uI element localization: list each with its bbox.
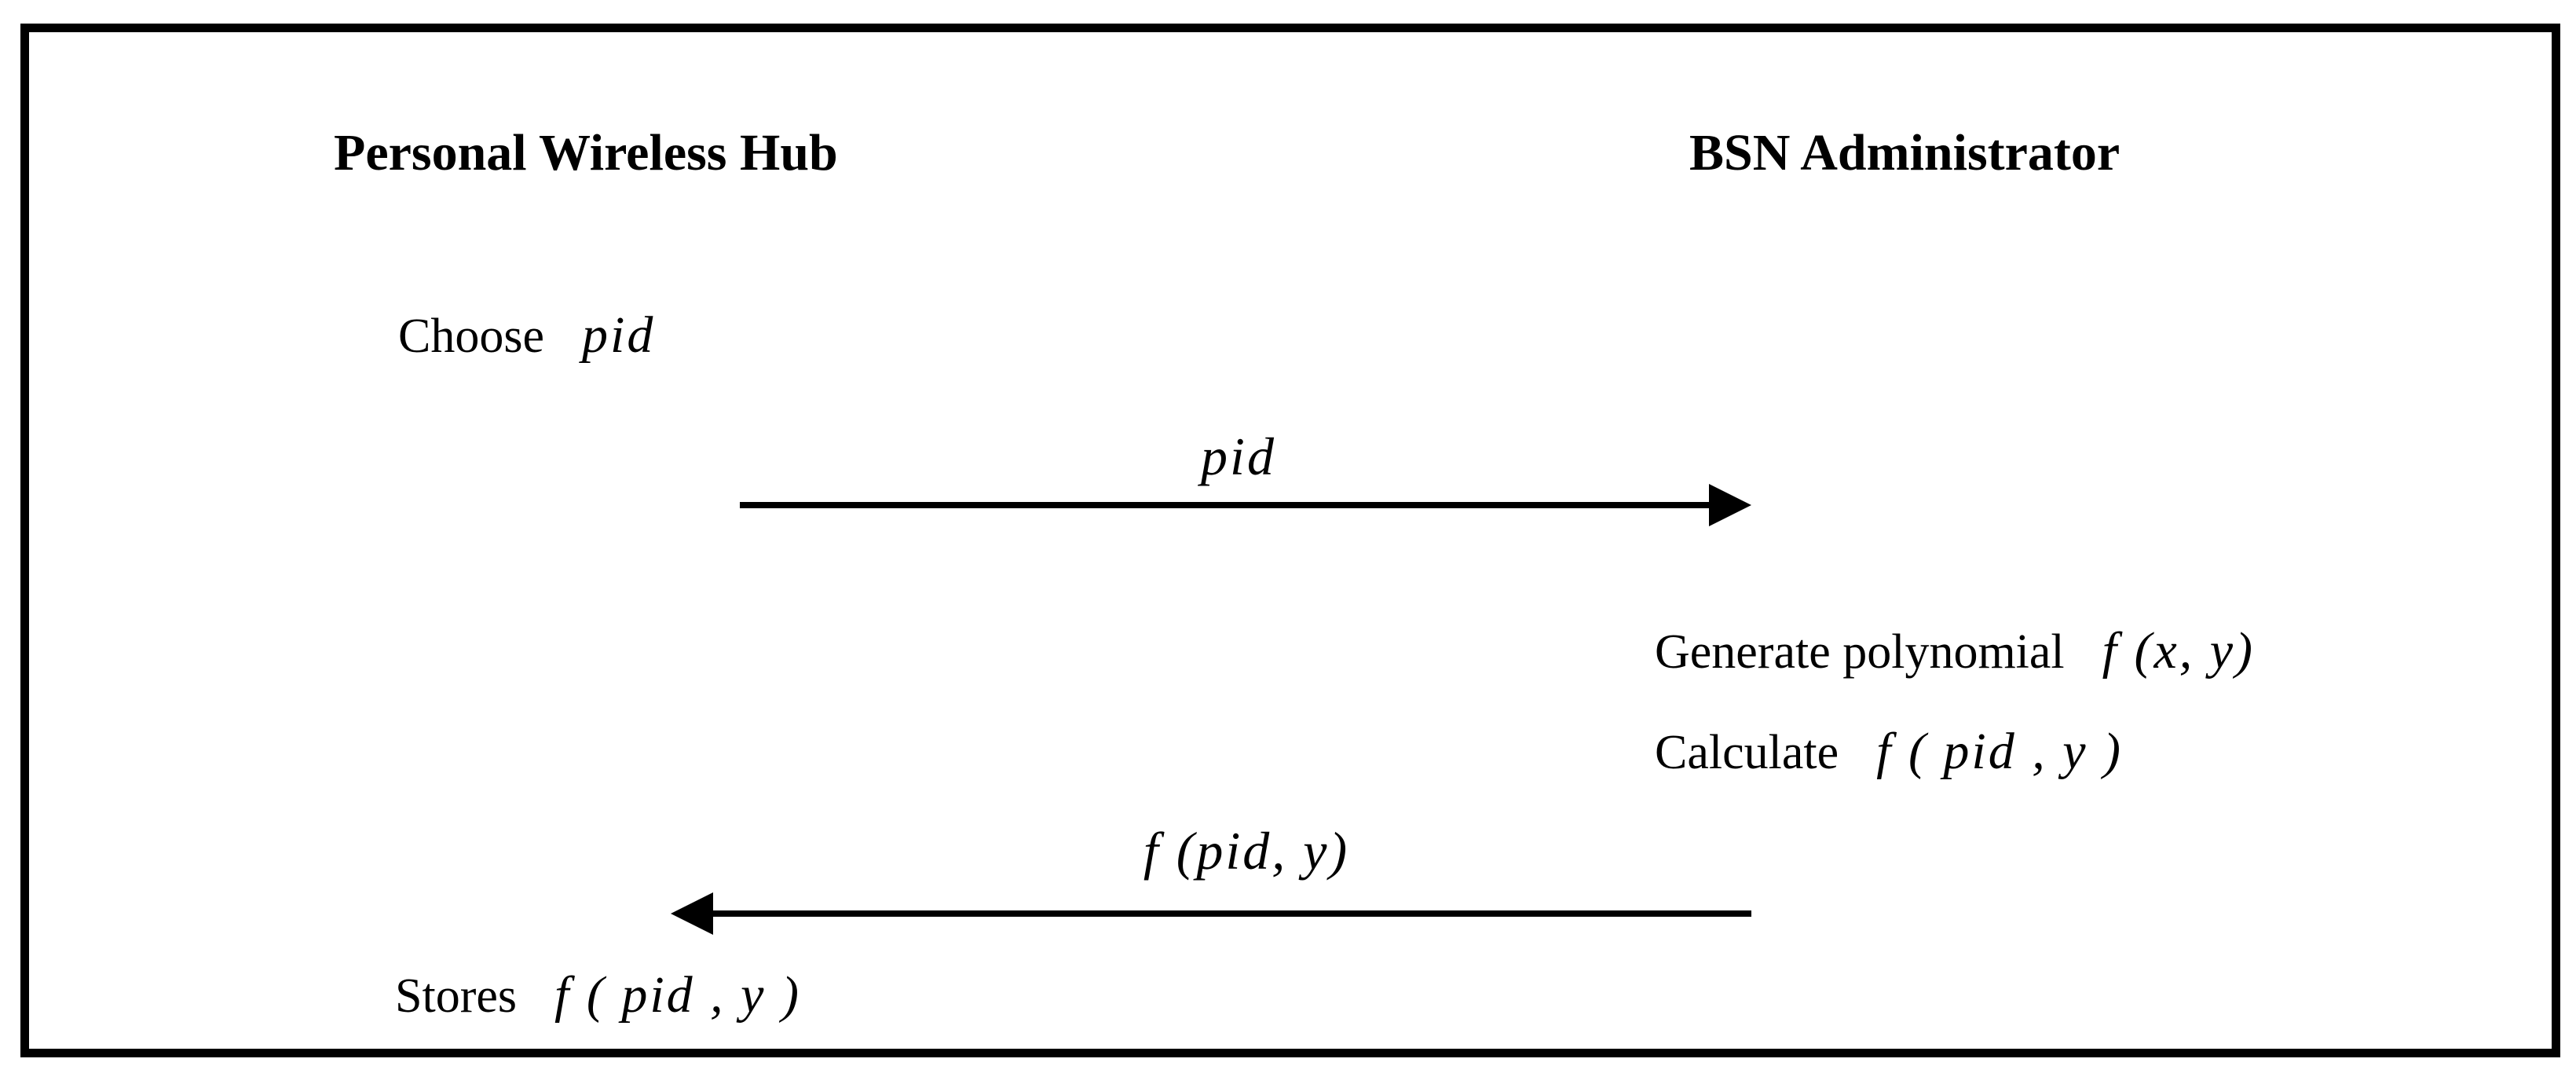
note-generate-text: Generate polynomial: [1655, 625, 2065, 679]
note-choose-math: pid: [582, 306, 656, 364]
arrow-shaft: [740, 502, 1709, 508]
arrow-shaft: [713, 910, 1751, 917]
arrow-f-pid-y-left: [671, 892, 1751, 935]
note-stores-math: f ( pid , y ): [554, 966, 801, 1024]
note-stores-text: Stores: [395, 969, 517, 1023]
note-choose-text: Choose: [398, 310, 544, 363]
note-calculate-math: f ( pid , y ): [1876, 723, 2124, 780]
note-stores-f-pid-y: Stores f ( pid , y ): [395, 965, 801, 1025]
arrowhead-left-icon: [671, 892, 713, 935]
actor-personal-wireless-hub: Personal Wireless Hub: [334, 124, 838, 181]
note-generate-math: f (x, y): [2102, 622, 2256, 680]
message-label-pid: pid: [1201, 427, 1276, 486]
diagram-border: Personal Wireless Hub BSN Administrator …: [20, 24, 2560, 1057]
note-choose-pid: Choose pid: [398, 306, 655, 365]
arrowhead-right-icon: [1709, 484, 1751, 526]
note-calculate-text: Calculate: [1655, 726, 1839, 779]
note-calculate-f-pid-y: Calculate f ( pid , y ): [1655, 722, 2123, 782]
actor-bsn-administrator: BSN Administrator: [1689, 124, 2120, 181]
arrow-pid-right: [740, 484, 1751, 526]
message-label-f-pid-y: f (pid, y): [1143, 821, 1350, 881]
note-generate-polynomial: Generate polynomial f (x, y): [1655, 621, 2255, 681]
